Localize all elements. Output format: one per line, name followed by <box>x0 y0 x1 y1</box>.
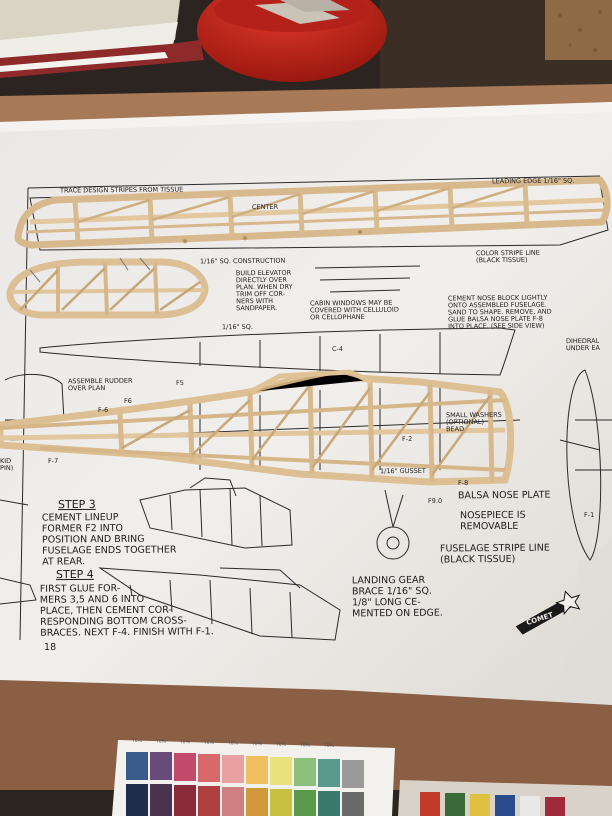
assemble-rudder-note: ASSEMBLE RUDDER OVER PLAN <box>67 376 133 393</box>
color-swatch-card <box>112 740 612 816</box>
plan-drawing <box>0 175 612 641</box>
cement-nose-note: CEMENT NOSE BLOCK LIGHTLY ONTO ASSEMBLED… <box>447 293 552 331</box>
trace-note: TRACE DESIGN STRIPES FROM TISSUE <box>59 185 184 195</box>
construction-note: 1/16" SQ. CONSTRUCTION <box>199 256 286 266</box>
swatch-label: 70% <box>179 739 191 746</box>
swatch-label: 70% <box>227 740 239 747</box>
swatch-label: 70% <box>251 740 263 748</box>
f7-label: F-7 <box>47 456 59 466</box>
balsa-wing <box>14 176 611 249</box>
gusset-label: 1/16" GUSSET <box>379 466 426 476</box>
swatch-label: 70% <box>299 742 311 749</box>
washers-note: SMALL WASHERS (OPTIONAL) BEAD <box>445 410 502 434</box>
step3-title: STEP 3 <box>57 497 96 512</box>
f8-label: F-8 <box>457 478 469 488</box>
f6-label: F6 <box>123 396 132 406</box>
f1-label: F-1 <box>583 510 595 520</box>
balsa-nose-plate-label: BALSA NOSE PLATE <box>457 489 551 502</box>
book-stack <box>0 0 204 78</box>
build-elevator-note: BUILD ELEVATOR DIRECTLY OVER PLAN. WHEN … <box>235 268 293 313</box>
sq-label: 1/16" SQ. <box>221 322 253 332</box>
fuselage-stripe-note: FUSELAGE STRIPE LINE (BLACK TISSUE) <box>439 542 550 566</box>
balsa-elevator <box>6 257 209 319</box>
plan-sheet <box>0 102 612 705</box>
f9-label: F9.0 <box>427 496 443 506</box>
swatch-label: 70% <box>323 742 335 750</box>
step3-body: CEMENT LINEUP FORMER F2 INTO POSITION AN… <box>41 511 177 568</box>
swatch-label: 70% <box>203 739 215 746</box>
f6b-label: F-6 <box>97 405 109 415</box>
balsa-fuselage <box>0 369 515 486</box>
step4-title: STEP 4 <box>55 567 94 582</box>
swatch-label: 70% <box>155 738 167 745</box>
swatch-label: 70% <box>131 737 143 745</box>
step4-body: FIRST GLUE FOR- MERS 3,5 AND 6 INTO PLAC… <box>39 583 214 639</box>
cabin-windows-note: CABIN WINDOWS MAY BE COVERED WITH CELLUL… <box>309 298 399 322</box>
color-stripe-note: COLOR STRIPE LINE (BLACK TISSUE) <box>475 248 540 265</box>
comet-logo <box>515 590 581 635</box>
dihedral-note: DIHEDRAL UNDER EA <box>565 336 600 353</box>
c4-label: C-4 <box>331 344 344 354</box>
f5-label: F5 <box>175 378 184 388</box>
swatch-label: 70% <box>275 741 287 748</box>
page-number: 18 <box>43 641 57 654</box>
kid-label: KID PIN) <box>0 456 14 473</box>
center-label: CENTER <box>251 202 279 212</box>
f2-label: F-2 <box>401 434 413 444</box>
landing-gear-note: LANDING GEAR BRACE 1/16" SQ. 1/8" LONG C… <box>351 574 443 620</box>
leading-edge-note: LEADING EDGE 1/16" SQ. <box>491 176 575 186</box>
red-bowl <box>197 0 387 82</box>
nosepiece-note: NOSEPIECE IS REMOVABLE <box>459 509 526 533</box>
